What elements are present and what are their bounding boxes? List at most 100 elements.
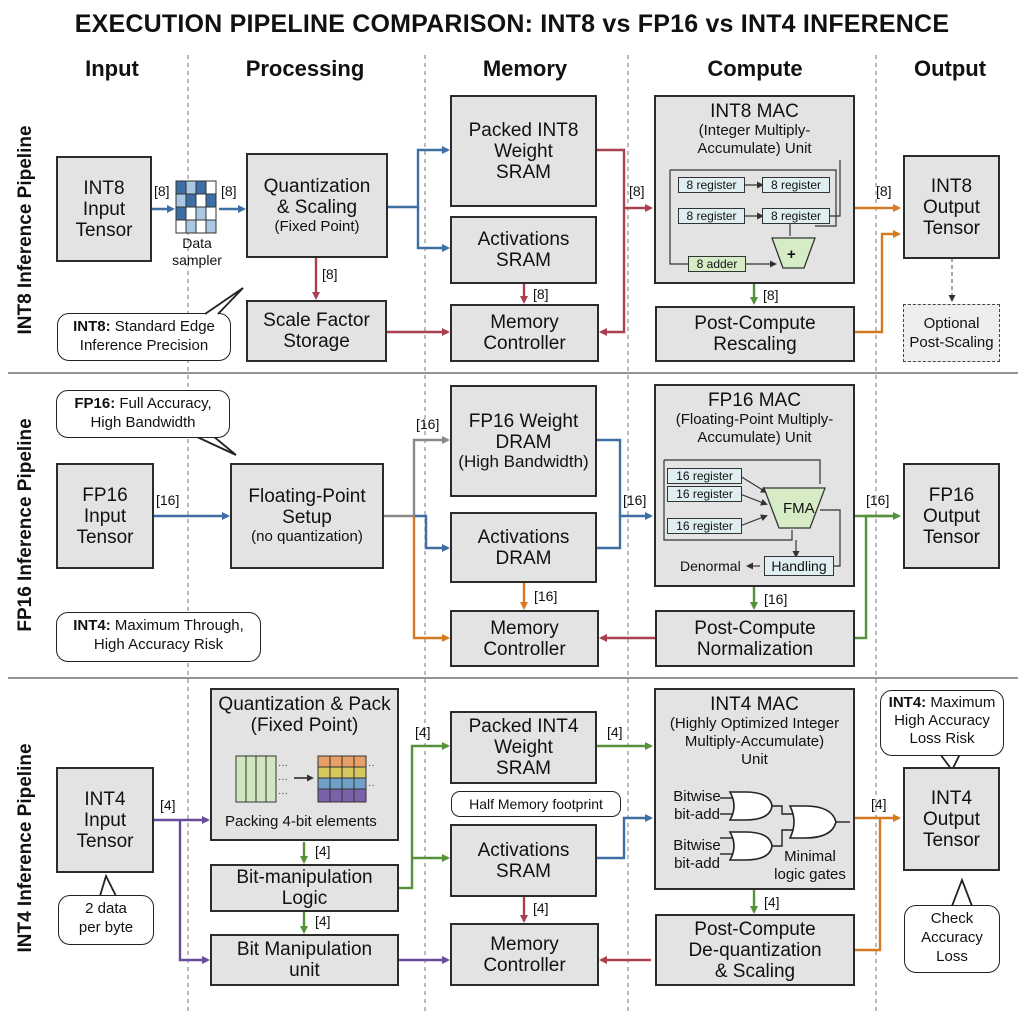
note-line: sampler <box>172 252 222 268</box>
note-line: Minimal <box>784 848 836 865</box>
box-line: Weight <box>494 737 553 758</box>
box-line: Packed INT8 <box>468 119 579 141</box>
plus-icon: + <box>787 246 796 263</box>
box-line: Memory <box>490 617 559 639</box>
box-line: Input <box>82 198 126 220</box>
note-line: Bitwise <box>673 788 721 805</box>
box-line: Tensor <box>76 526 134 548</box>
callout-text: 2 data <box>85 900 127 917</box>
int4-loss-risk-callout-bubble: INT4: Maximum High Accuracy Loss Risk <box>880 690 1004 756</box>
bitwidth-label: [16] <box>416 416 440 432</box>
fp16-register: 16 register <box>667 486 742 502</box>
box-line: SRAM <box>496 860 551 882</box>
bitwidth-label: [4] <box>415 724 431 740</box>
box-line: Tensor <box>922 526 981 548</box>
bit-manipulation-logic: Bit-manipulation Logic <box>210 864 399 912</box>
fp16-memory-controller: Memory Controller <box>450 610 599 667</box>
int4-throughput-callout-bubble: INT4: Maximum Through, High Accuracy Ris… <box>56 612 261 662</box>
box-line: SRAM <box>496 758 551 779</box>
bitwidth-label: [16] <box>623 492 647 508</box>
mac-subtitle: (Integer Multiply- <box>698 122 811 139</box>
int8-post-compute-rescaling: Post-Compute Rescaling <box>655 306 855 362</box>
box-line: Bit Manipulation <box>236 939 373 960</box>
box-line: DRAM <box>495 432 552 453</box>
int8-adder: 8 adder <box>688 256 746 272</box>
bitwidth-label: [16] <box>866 492 890 508</box>
int8-callout-bubble: INT8: Standard Edge Inference Precision <box>57 313 231 361</box>
column-header-memory: Memory <box>482 56 568 81</box>
bitwidth-label: [4] <box>315 913 331 929</box>
svg-text:···: ··· <box>278 760 288 771</box>
int4-output-tensor: INT4 Output Tensor <box>903 767 1000 871</box>
callout-bold: INT4: <box>73 617 111 634</box>
box-line: Post-Compute <box>694 918 816 940</box>
handling-block: Handling <box>764 556 834 576</box>
denormal-label: Denormal <box>680 558 741 574</box>
floating-point-setup: Floating-Point Setup (no quantization) <box>230 463 384 569</box>
box-line: Bit-manipulation <box>236 867 373 888</box>
box-line: FP16 <box>928 484 975 506</box>
mac-subtitle: Unit <box>741 751 768 768</box>
bitwidth-label: [16] <box>156 492 180 508</box>
bitwise-bit-add-label: Bitwise bit-add <box>664 788 730 824</box>
svg-text:··: ·· <box>368 780 375 791</box>
box-line: Tensor <box>76 830 134 852</box>
box-subtitle: (High Bandwidth) <box>458 452 589 471</box>
int8-register: 8 register <box>762 208 830 224</box>
int8-memory-controller: Memory Controller <box>450 304 599 362</box>
callout-bold: FP16: <box>74 395 116 412</box>
data-sampler-grid-icon <box>175 180 217 234</box>
int4-weight-sram: Packed INT4 Weight SRAM <box>450 711 597 784</box>
mac-subtitle: (Floating-Point Multiply- <box>675 411 834 428</box>
box-line: Output <box>922 196 981 218</box>
int4-input-tensor: INT4 Input Tensor <box>56 767 154 873</box>
box-line: Setup <box>282 507 332 528</box>
box-line: De-quantization <box>688 939 822 961</box>
int8-register: 8 register <box>762 177 830 193</box>
scale-factor-storage: Scale Factor Storage <box>246 300 387 362</box>
int8-quantization-scaling: Quantization & Scaling (Fixed Point) <box>246 153 388 258</box>
callout-text: Accuracy <box>921 929 983 946</box>
box-line: Post-Compute <box>694 313 816 334</box>
mac-subtitle: Multiply-Accumulate) <box>684 733 825 750</box>
box-line: Scale Factor <box>263 310 370 331</box>
box-line: Activations <box>477 229 570 250</box>
box-line: Memory <box>490 312 559 333</box>
fma-label: FMA <box>783 500 815 517</box>
box-line: FP16 <box>82 484 128 506</box>
column-header-processing: Processing <box>245 56 365 81</box>
callout-text: Check <box>930 910 974 927</box>
int4-activations-sram: Activations SRAM <box>450 824 597 897</box>
callout-text: Loss <box>936 948 968 965</box>
column-header-input: Input <box>85 56 139 81</box>
bitwidth-label: [8] <box>876 183 892 199</box>
note-line: Data <box>182 235 212 251</box>
page-title: EXECUTION PIPELINE COMPARISON: INT8 vs F… <box>74 10 950 38</box>
fp16-input-tensor: FP16 Input Tensor <box>56 463 154 569</box>
box-line: Tensor <box>75 219 133 241</box>
box-line: Weight <box>494 140 553 162</box>
packing-label: Packing 4-bit elements <box>225 813 377 830</box>
bitwidth-label: [8] <box>533 286 549 302</box>
int8-alu-shape <box>771 237 816 269</box>
box-line: INT8 <box>83 177 125 199</box>
half-memory-footprint-note: Half Memory footprint <box>451 791 621 817</box>
column-header-compute: Compute <box>707 56 803 81</box>
mac-title: INT4 MAC <box>710 694 799 715</box>
box-line: Floating-Point <box>248 486 366 507</box>
fp16-register: 16 register <box>667 468 742 484</box>
mac-subtitle: Accumulate) Unit <box>697 429 812 446</box>
callout-text: Maximum Through, <box>114 617 244 634</box>
fp16-weight-dram: FP16 Weight DRAM (High Bandwidth) <box>450 385 597 497</box>
callout-text: Standard Edge <box>114 318 215 335</box>
fp16-callout-bubble: FP16: Full Accuracy, High Bandwidth <box>56 390 230 438</box>
int4-input-note-bubble: 2 data per byte <box>58 895 154 945</box>
bitwise-bit-add-label: Bitwise bit-add <box>664 837 730 873</box>
box-line: Output <box>922 808 981 830</box>
note-line: bit-add <box>674 855 720 872</box>
box-line: Tensor <box>922 217 981 239</box>
box-line: SRAM <box>496 161 551 183</box>
int8-activations-sram: Activations SRAM <box>450 216 597 284</box>
